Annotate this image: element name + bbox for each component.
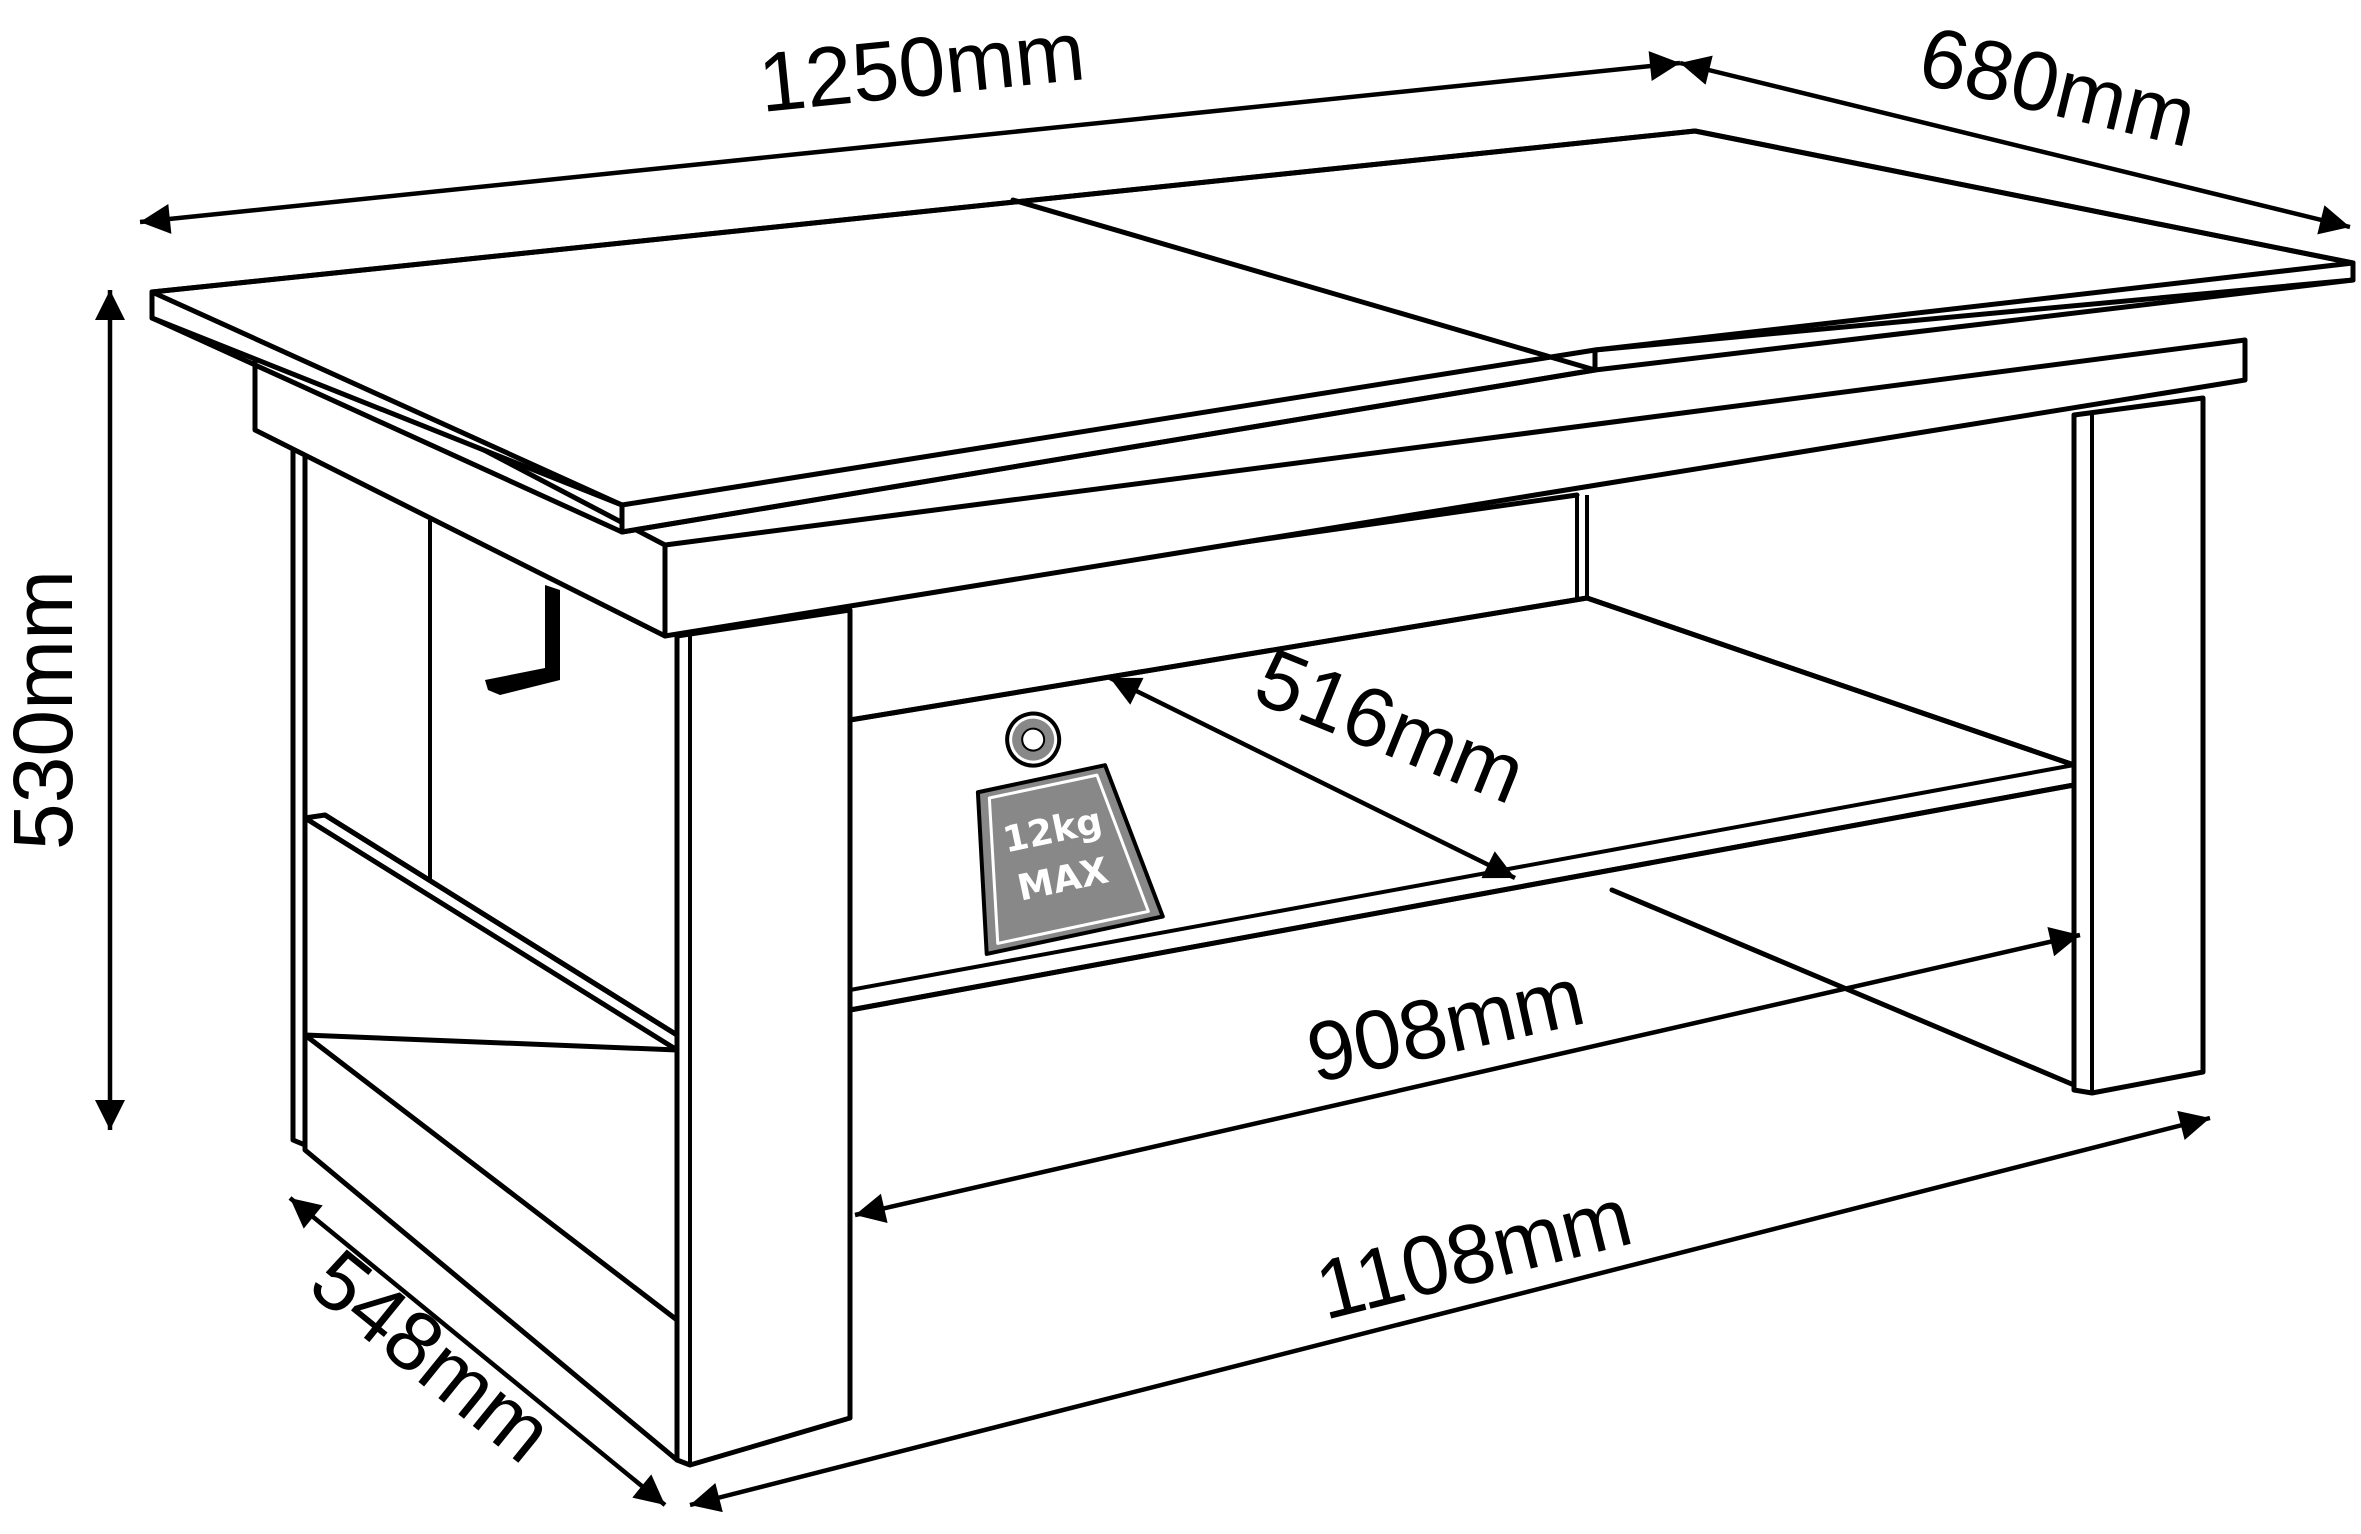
dim-line-depth-top: [1679, 55, 2351, 235]
front-left-leg: [674, 607, 853, 1468]
dim-line-shelf-width: [854, 927, 2081, 1223]
crank-handle-icon: [485, 585, 560, 695]
weight-icon: 12kg MAX: [975, 711, 1165, 956]
dim-line-shelf-depth: [1109, 675, 1516, 881]
dim-line-depth-base: [288, 1196, 667, 1507]
label-height: 530mm: [0, 570, 90, 850]
dim-line-width-top: [139, 51, 1681, 234]
label-width-top: 1250mm: [754, 3, 1089, 130]
apron: [252, 327, 2248, 639]
label-depth-top: 680mm: [1911, 8, 2205, 165]
label-width-base: 1108mm: [1307, 1169, 1641, 1338]
label-shelf-width: 908mm: [1299, 948, 1593, 1100]
table-outline: [149, 128, 2356, 1468]
dimension-lines: [95, 51, 2351, 1513]
right-back-leg: [2071, 395, 2206, 1096]
dim-line-width-base: [689, 1110, 2211, 1513]
